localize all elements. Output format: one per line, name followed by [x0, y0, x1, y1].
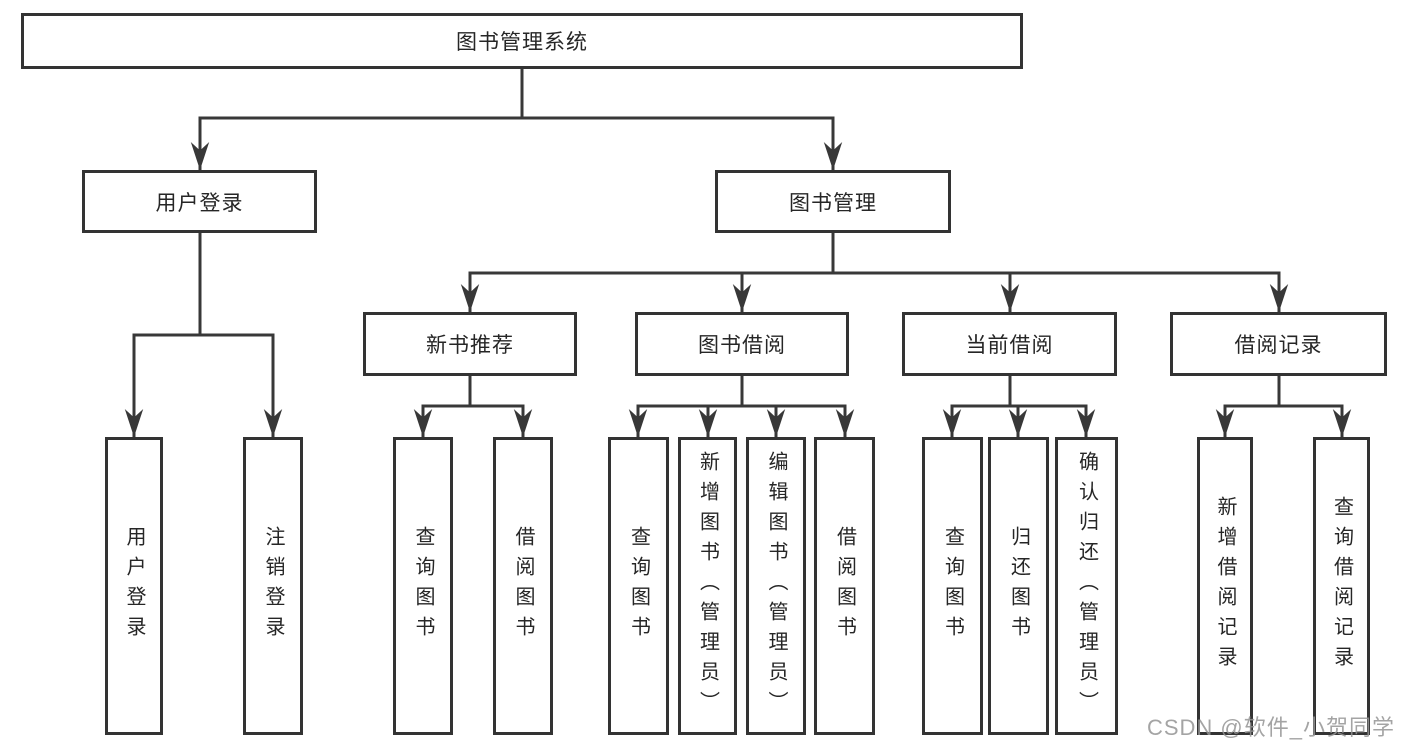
node-new-book-recommendation: 新书推荐: [363, 312, 577, 376]
leaf-label: 借阅图书: [833, 526, 856, 646]
leaf-label: 新增借阅记录: [1214, 496, 1236, 676]
node-user-login: 用户登录: [82, 170, 317, 233]
leaf-label: 查询图书: [627, 526, 650, 646]
leaf-label: 归还图书: [1007, 526, 1030, 646]
node-label: 图书借阅: [698, 334, 786, 357]
leaf-add-books-admin: 新增图书（管理员）: [678, 437, 737, 735]
node-current-borrowing: 当前借阅: [902, 312, 1117, 376]
leaf-label: 新增图书（管理员）: [696, 451, 719, 721]
leaf-user-login: 用户登录: [105, 437, 163, 735]
leaf-label: 查询图书: [412, 526, 434, 646]
node-borrowing-records: 借阅记录: [1170, 312, 1387, 376]
leaf-query-books-borrowing: 查询图书: [608, 437, 669, 735]
leaf-query-books-recommend: 查询图书: [393, 437, 453, 735]
node-label: 用户登录: [155, 191, 244, 215]
node-library-management-system: 图书管理系统: [21, 13, 1023, 69]
leaf-logout: 注销登录: [243, 437, 303, 735]
leaf-label: 编辑图书（管理员）: [765, 451, 787, 721]
node-label: 借阅记录: [1234, 334, 1323, 357]
node-label: 图书管理: [789, 191, 877, 215]
csdn-watermark: CSDN @软件_小贺同学: [1146, 715, 1395, 740]
leaf-label: 借阅图书: [512, 526, 534, 646]
leaf-label: 注销登录: [262, 526, 284, 646]
leaf-label: 查询借阅记录: [1330, 496, 1353, 676]
leaf-label: 查询图书: [941, 526, 964, 646]
leaf-add-borrow-record: 新增借阅记录: [1197, 437, 1253, 735]
leaf-confirm-return-admin: 确认归还（管理员）: [1055, 437, 1118, 735]
node-label: 新书推荐: [426, 334, 514, 357]
leaf-return-books: 归还图书: [988, 437, 1049, 735]
node-book-management: 图书管理: [715, 170, 951, 233]
node-label: 图书管理系统: [456, 31, 588, 54]
node-book-borrowing: 图书借阅: [635, 312, 849, 376]
leaf-query-borrow-record: 查询借阅记录: [1313, 437, 1370, 735]
leaf-edit-books-admin: 编辑图书（管理员）: [746, 437, 806, 735]
leaf-query-books-current: 查询图书: [922, 437, 983, 735]
leaf-borrow-books-recommend: 借阅图书: [493, 437, 553, 735]
leaf-borrow-books: 借阅图书: [814, 437, 875, 735]
leaf-label: 确认归还（管理员）: [1075, 451, 1098, 721]
leaf-label: 用户登录: [123, 526, 145, 646]
connector-trunks: [132, 69, 1344, 408]
node-label: 当前借阅: [965, 334, 1054, 357]
